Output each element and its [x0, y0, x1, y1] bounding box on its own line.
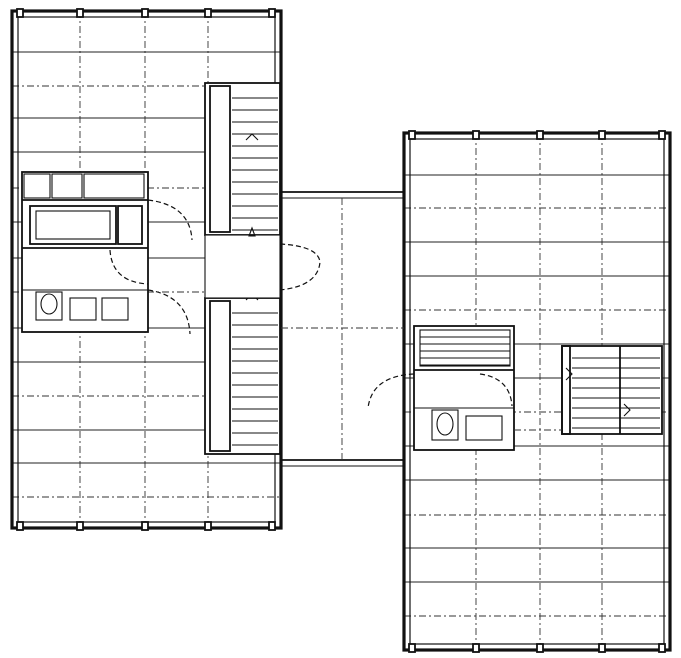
toilet	[431, 409, 459, 441]
connecting-corridor	[281, 191, 404, 467]
bathtub-inner	[35, 210, 111, 240]
right-building	[402, 130, 672, 653]
column	[472, 130, 480, 140]
column	[658, 130, 666, 140]
toilet-bowl	[436, 412, 454, 436]
toilet-bowl	[40, 293, 58, 315]
column	[536, 130, 544, 140]
cabinet	[51, 173, 83, 199]
column	[408, 643, 416, 653]
column	[141, 521, 149, 531]
cabinet	[83, 173, 145, 199]
column	[268, 8, 276, 18]
stair-wall	[209, 300, 231, 452]
column	[16, 521, 24, 531]
bathtub	[29, 205, 117, 245]
stair-wall	[209, 85, 231, 233]
column	[76, 521, 84, 531]
column	[536, 643, 544, 653]
column	[204, 8, 212, 18]
door-swing	[147, 199, 193, 241]
column	[268, 521, 276, 531]
service-block	[21, 171, 149, 333]
column	[141, 8, 149, 18]
left-service-core	[21, 82, 321, 455]
door-swing	[109, 249, 149, 285]
lobby	[204, 234, 281, 299]
column	[598, 643, 606, 653]
door-swing	[279, 243, 321, 291]
column	[598, 130, 606, 140]
washbasin	[465, 415, 503, 441]
column	[76, 8, 84, 18]
stair-wall	[561, 345, 571, 435]
stair-arrow	[623, 403, 631, 417]
column	[408, 130, 416, 140]
right-service-core	[367, 325, 663, 451]
stair-arrow	[248, 226, 256, 237]
stair-arrow	[565, 367, 573, 381]
column	[204, 521, 212, 531]
column	[472, 643, 480, 653]
column	[658, 643, 666, 653]
stair-shaft-lower	[204, 297, 281, 455]
door-swing	[147, 289, 191, 335]
stair-shaft-upper	[204, 82, 281, 236]
washbasin	[69, 297, 97, 321]
door-swing	[479, 373, 513, 407]
cabinet-row	[419, 329, 511, 367]
column	[16, 8, 24, 18]
stair-arrow	[245, 133, 259, 141]
cabinet	[23, 173, 51, 199]
door-swing	[367, 373, 415, 409]
stair-shaft	[561, 345, 663, 435]
service-block	[413, 325, 515, 451]
cabinet	[117, 205, 143, 245]
washbasin	[101, 297, 129, 321]
toilet	[35, 291, 63, 321]
